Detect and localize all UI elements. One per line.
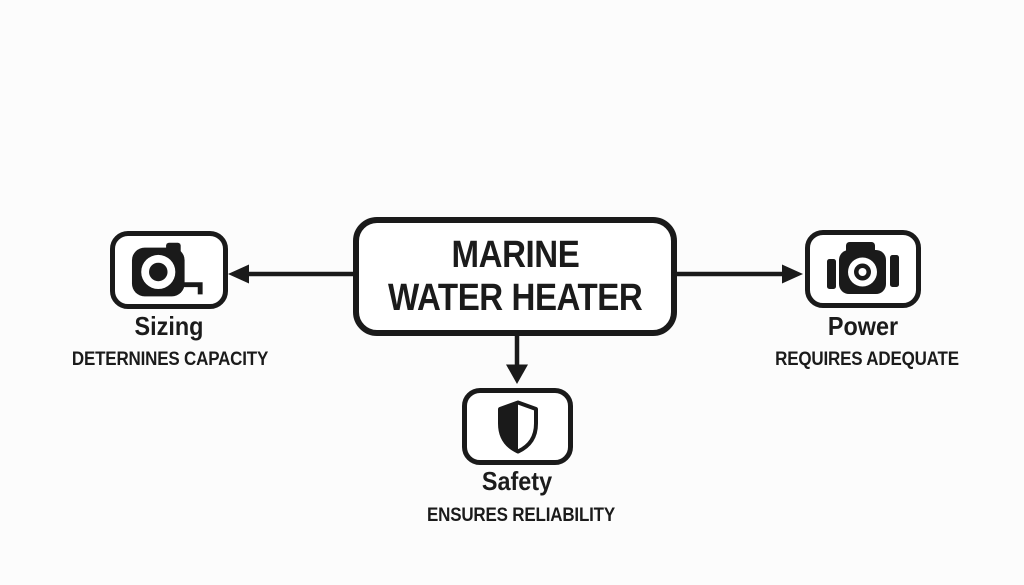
arrow-to-power [675, 264, 803, 284]
node-label-power: Power [827, 311, 899, 341]
center-title-line1: MARINE [451, 233, 579, 276]
node-label-safety: Safety [481, 466, 553, 496]
node-sizing [110, 231, 228, 309]
tape-measure-icon [131, 242, 207, 299]
node-safety [462, 388, 573, 465]
node-label-sizing: Sizing [134, 311, 204, 341]
center-node-marine-water-heater: MARINE WATER HEATER [353, 217, 677, 336]
engine-icon [827, 242, 899, 296]
arrow-to-sizing [228, 264, 355, 284]
node-sublabel-power: REQUIRES ADEQUATE [775, 348, 959, 370]
arrow-to-safety [506, 334, 528, 384]
node-power [805, 230, 921, 308]
node-sublabel-safety: ENSURES RELIABILITY [426, 504, 616, 526]
center-title-line2: WATER HEATER [387, 276, 643, 319]
node-sublabel-sizing: DETERNINES CAPACITY [71, 348, 269, 370]
shield-icon [495, 400, 541, 454]
